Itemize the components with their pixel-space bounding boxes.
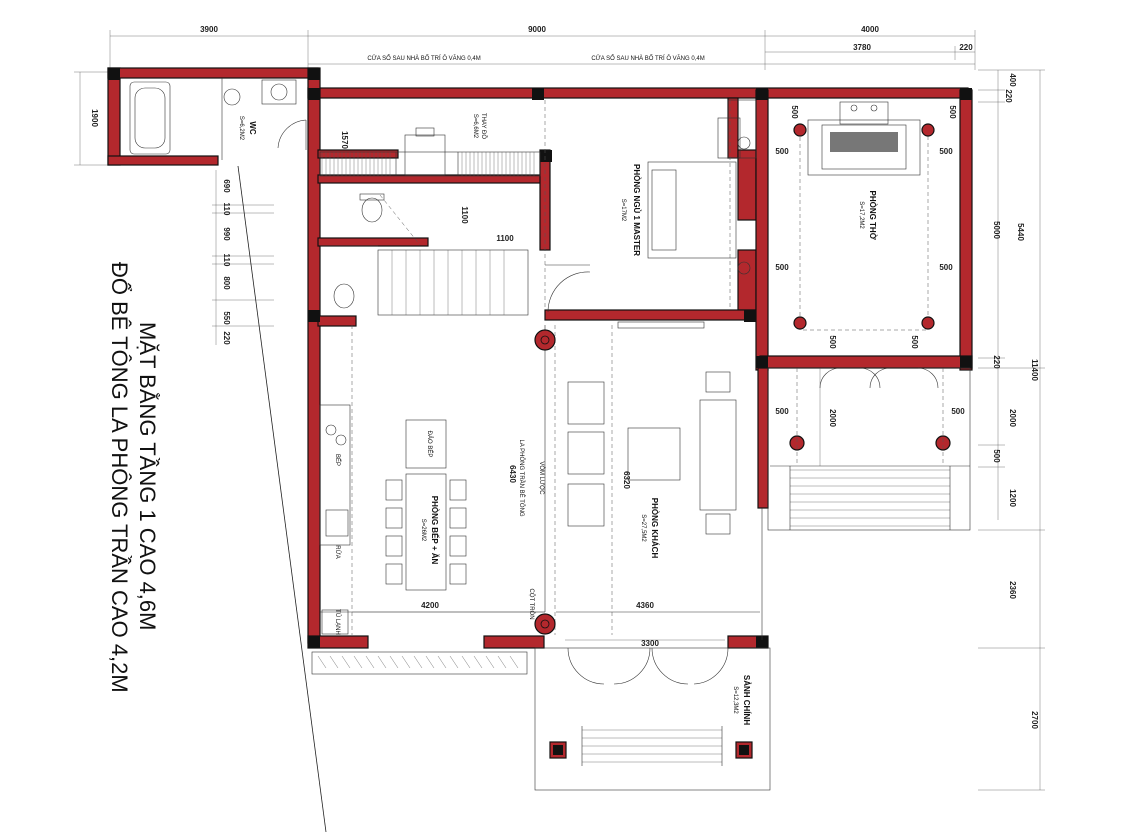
dim-right-2000: 2000: [1008, 409, 1017, 427]
label-sink: RỬA: [334, 545, 341, 558]
dim-right-11400: 11400: [1030, 359, 1039, 381]
dim-int-6430: 6430: [508, 465, 517, 483]
dim-col-3: 500: [775, 147, 789, 156]
label-round-column: CỘT TRÒN: [528, 588, 535, 619]
dim-int-3300: 3300: [641, 639, 659, 648]
room-dressing-area: S=6,6M2: [472, 114, 478, 139]
dim-col-6: 500: [939, 263, 953, 272]
room-hall-area: S=12,3M2: [732, 686, 738, 714]
dim-right-1200: 1200: [1008, 489, 1017, 507]
dim-col-2: 500: [948, 105, 957, 119]
dim-top-4000: 4000: [861, 25, 879, 34]
dim-int-1100a: 1100: [460, 206, 469, 224]
room-living-area: S=27,5M2: [640, 514, 646, 542]
walls: [107, 67, 973, 649]
window-note-left: CỬA SỔ SAU NHÀ BỐ TRÍ Ô VĂNG 0,4M: [367, 55, 480, 62]
wardrobe-ticks: [321, 152, 535, 176]
dim-int-4360: 4360: [636, 601, 654, 610]
dim-left-1900: 1900: [90, 109, 99, 127]
dim-top-3780: 3780: [853, 43, 871, 52]
dim-int-1570: 1570: [340, 131, 349, 149]
dim-left-220: 220: [222, 331, 231, 345]
dim-col-9: 500: [775, 407, 789, 416]
room-worship-area: S=17,2M2: [858, 201, 864, 229]
dim-col-10: 500: [951, 407, 965, 416]
dim-right-2360: 2360: [1008, 581, 1017, 599]
right-dimensions: 400 220 5440 5000 220 2000 500 1200 2360…: [978, 69, 1045, 791]
dim-left-110a: 110: [222, 203, 231, 216]
dim-right-5000: 5000: [992, 221, 1001, 239]
room-wc-area: S=6,2M2: [238, 116, 244, 141]
interior-dimensions: 1570 1100 1100 6430 6320 4200 4360 3300 …: [340, 105, 965, 648]
dim-right-2700: 2700: [1030, 711, 1039, 729]
left-dimensions: 1900 690 110 990 110 800 550 220: [74, 71, 274, 345]
room-hall-name: SẢNH CHÍNH: [742, 675, 751, 725]
dim-col-7: 500: [828, 335, 837, 349]
label-arch: VÒM LƯỢC: [538, 461, 545, 495]
dim-right-220b: 220: [992, 355, 1001, 369]
title-line-2: ĐỔ BÊ TÔNG LA PHÔNG TRẦN CAO 4,2M: [107, 262, 132, 693]
dim-col-5: 500: [775, 263, 789, 272]
room-master-area: S=17M2: [620, 199, 626, 222]
plan-title: MẶT BẰNG TẦNG 1 CAO 4,6M ĐỔ BÊ TÔNG LA P…: [107, 262, 160, 693]
dim-top-220: 220: [959, 43, 973, 52]
dim-int-1100b: 1100: [496, 234, 514, 243]
label-fridge: TỦ LẠNH: [334, 609, 341, 635]
staircase: [320, 194, 529, 316]
room-kitchen-area: S=26M2: [420, 519, 426, 542]
dim-right-500: 500: [992, 449, 1001, 463]
dim-int-6320: 6320: [622, 471, 631, 489]
dim-right-220a: 220: [1004, 89, 1013, 103]
dim-int-4200: 4200: [421, 601, 439, 610]
window-note-right: CỬA SỔ SAU NHÀ BỐ TRÍ Ô VĂNG 0,4M: [591, 55, 704, 62]
top-dimensions: 3900 9000 4000 3780 220 CỬA SỔ SAU NHÀ B…: [109, 25, 976, 70]
dim-col-4: 500: [939, 147, 953, 156]
planter-hatch: [317, 655, 519, 669]
dim-col-1: 500: [790, 105, 799, 119]
dim-left-550: 550: [222, 311, 231, 325]
interior-lines: [129, 78, 971, 833]
dim-top-3900: 3900: [200, 25, 218, 34]
dim-left-990: 990: [222, 227, 231, 241]
room-master-name: PHÒNG NGỦ 1 MASTER: [632, 164, 641, 256]
label-stove: BẾP: [334, 454, 341, 466]
room-worship-name: PHÒNG THỜ: [868, 190, 877, 239]
dim-left-800: 800: [222, 276, 231, 290]
room-living-name: PHÒNG KHÁCH: [650, 498, 659, 559]
label-concrete-ceiling: LA PHÔNG TRẦN BÊ TÔNG: [518, 439, 526, 516]
title-line-1: MẶT BẰNG TẦNG 1 CAO 4,6M: [135, 322, 160, 630]
label-kitchen-island: ĐẢO BẾP: [426, 431, 433, 458]
dim-col-8: 500: [910, 335, 919, 349]
dim-top-9000: 9000: [528, 25, 546, 34]
dim-int-2000: 2000: [828, 409, 837, 427]
room-kitchen-name: PHÒNG BẾP + ĂN: [430, 496, 440, 565]
room-wc-name: WC: [248, 121, 257, 135]
dim-right-5440: 5440: [1016, 223, 1025, 241]
room-labels: WC S=6,2M2 THAY ĐỒ S=6,6M2 PHÒNG NGỦ 1 M…: [238, 113, 877, 725]
dim-left-690: 690: [222, 179, 231, 193]
room-dressing-name: THAY ĐỒ: [480, 113, 487, 139]
dim-right-400: 400: [1008, 73, 1017, 87]
dim-left-110b: 110: [222, 254, 231, 267]
